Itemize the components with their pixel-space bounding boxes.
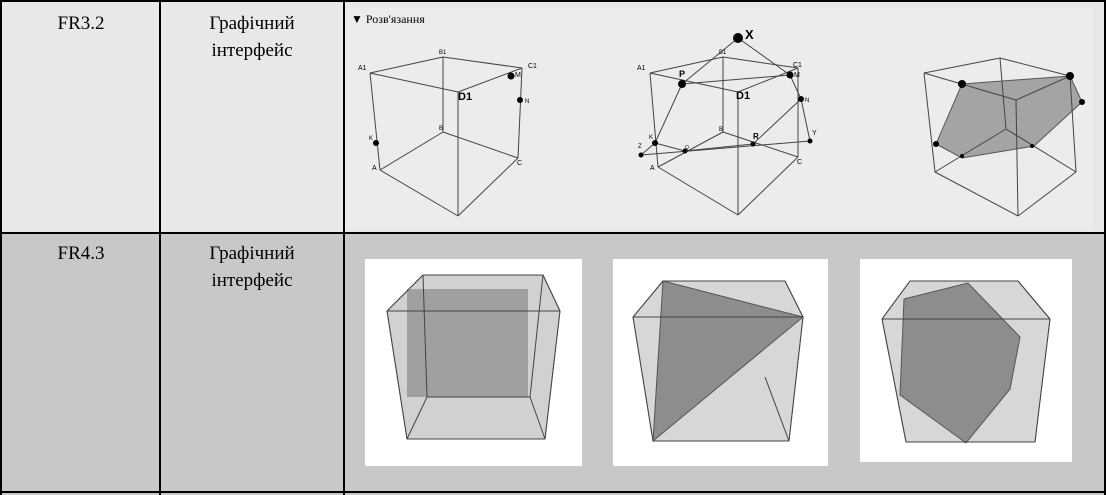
solution-toggle[interactable]: ▼ Розв'язання (351, 12, 425, 26)
label-b: B (439, 126, 443, 132)
label-c: C (517, 160, 522, 167)
label-a: A (372, 165, 377, 172)
cube-figure-1: A1 B1 C1 D1 M N K B A C (358, 50, 537, 217)
row-description-fr4-3: Графічний інтерфейс (161, 240, 343, 294)
row-id-fr3-2: FR3.2 (57, 13, 105, 34)
label-x: X (745, 27, 754, 42)
label-b1: B1 (439, 50, 447, 56)
row-id-fr4-3: FR4.3 (57, 243, 105, 264)
border-left (0, 0, 2, 495)
label-y: Y (812, 130, 817, 137)
label-c1: C1 (793, 62, 802, 69)
description-line-1: Графічний (209, 243, 295, 264)
label-z: Z (638, 144, 642, 150)
label-a: A (650, 165, 655, 172)
border-right (1104, 0, 1106, 495)
label-b1: B1 (719, 50, 727, 56)
border-col-1 (159, 0, 161, 495)
cube-figure-3 (923, 57, 1085, 217)
label-p: P (679, 69, 685, 79)
label-m: M (794, 72, 800, 79)
description-line-1: Графічний (209, 13, 295, 34)
label-q: Q (685, 145, 689, 151)
label-c: C (797, 159, 802, 166)
label-k: K (369, 136, 373, 142)
label-k: K (649, 135, 653, 141)
border-middle (0, 232, 1106, 234)
label-n: N (805, 98, 809, 104)
label-a1: A1 (637, 65, 646, 72)
label-d1: D1 (458, 91, 472, 103)
border-top (0, 0, 1106, 2)
label-b: B (719, 127, 723, 133)
label-n: N (525, 99, 529, 105)
label-d1: D1 (736, 90, 750, 102)
description-line-2: інтерфейс (211, 40, 293, 61)
cube-figure-2: X A1 B1 C1 P M D1 N K B R Y Z Q A C (637, 27, 817, 216)
description-line-2: інтерфейс (211, 270, 293, 291)
label-r: R (753, 132, 759, 141)
label-a1: A1 (358, 65, 367, 72)
label-m: M (515, 72, 521, 79)
section-thumbnail-2 (613, 259, 828, 466)
border-bottom (0, 491, 1106, 493)
row-description-fr3-2: Графічний інтерфейс (161, 10, 343, 64)
section-thumbnail-3 (860, 259, 1072, 462)
border-col-2 (343, 0, 345, 495)
label-c1: C1 (528, 63, 537, 70)
section-thumbnail-1 (365, 259, 582, 466)
